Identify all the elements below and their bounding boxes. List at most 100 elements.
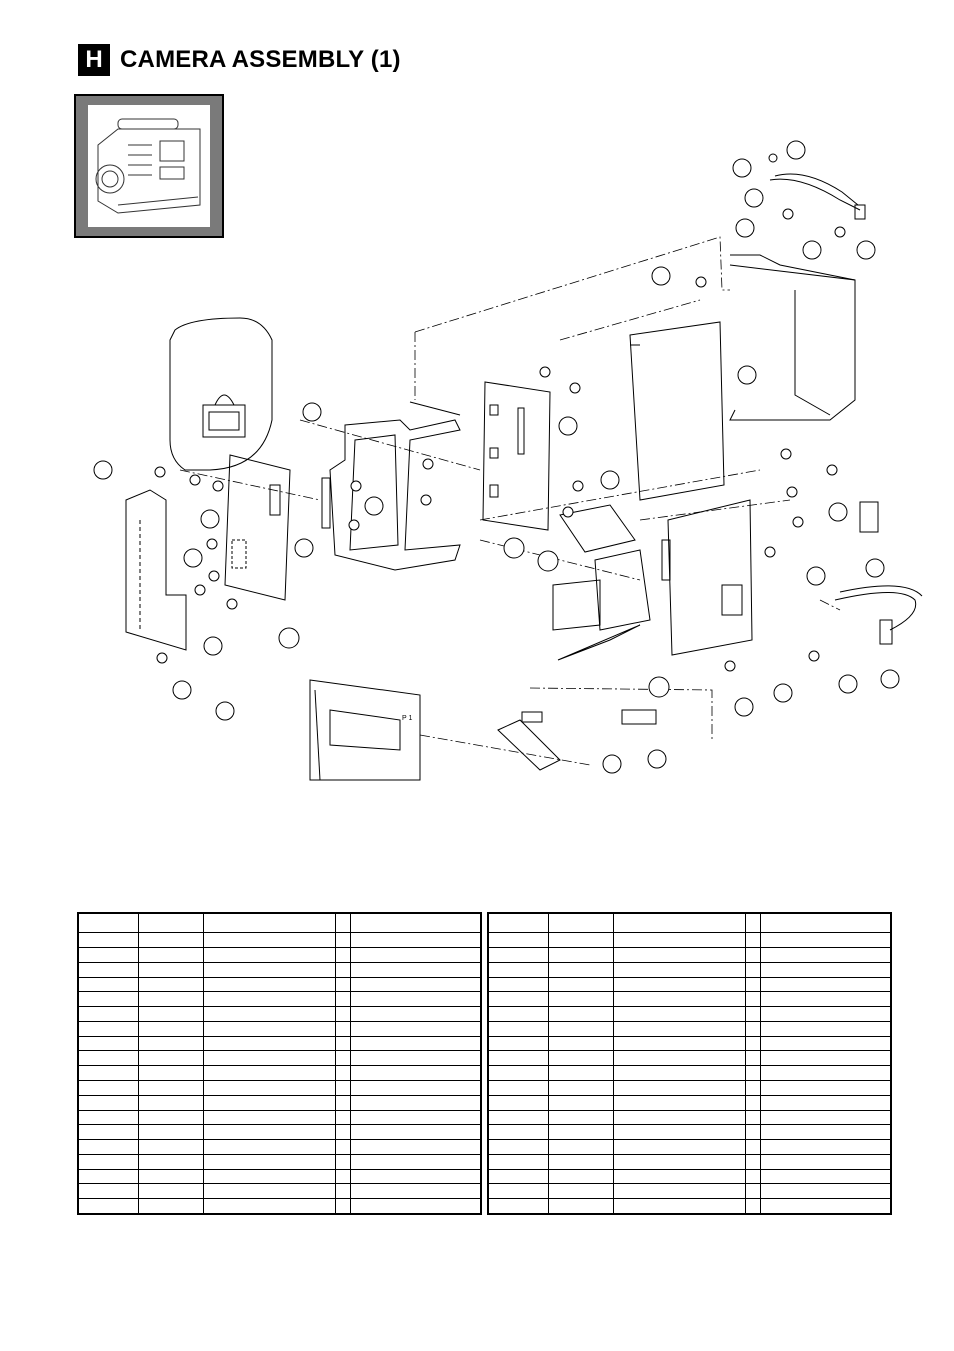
table-cell: [548, 1154, 614, 1170]
table-cell: [613, 1065, 746, 1081]
table-cell: [335, 991, 351, 1008]
table-cell: [489, 1154, 549, 1170]
table-cell: [613, 1095, 746, 1111]
table-row: [79, 1154, 480, 1170]
table-cell: [335, 932, 351, 949]
table-cell: [138, 1154, 204, 1170]
table-cell: [745, 1183, 761, 1200]
table-cell: [350, 1036, 480, 1052]
table-cell: [335, 947, 351, 963]
table-cell: [745, 1095, 761, 1111]
table-cell: [203, 1110, 336, 1126]
table-cell: [350, 1183, 480, 1200]
table-cell: [79, 1080, 139, 1096]
table-cell: [548, 1050, 614, 1067]
table-cell: [203, 1154, 336, 1170]
table-cell: [613, 932, 746, 949]
table-row: [79, 1110, 480, 1126]
table-row: [79, 1139, 480, 1155]
table-cell: [203, 977, 336, 993]
table-row: [79, 1198, 480, 1213]
table-row: [489, 1154, 890, 1170]
table-cell: [335, 1154, 351, 1170]
table-cell: [548, 914, 614, 934]
table-cell: [745, 1065, 761, 1081]
table-cell: [335, 1183, 351, 1200]
table-cell: [350, 1080, 480, 1096]
table-row: [79, 991, 480, 1008]
table-row: [79, 1080, 480, 1096]
table-cell: [489, 932, 549, 949]
table-cell: [138, 1036, 204, 1052]
table-cell: [745, 1154, 761, 1170]
table-cell: [760, 1169, 890, 1185]
table-cell: [613, 1110, 746, 1126]
page-header: H CAMERA ASSEMBLY (1): [78, 44, 401, 76]
table-cell: [613, 962, 746, 978]
table-cell: [350, 1110, 480, 1126]
table-row: [489, 1095, 890, 1111]
table-cell: [335, 1050, 351, 1067]
table-row: [79, 962, 480, 978]
table-cell: [613, 1139, 746, 1155]
table-cell: [203, 914, 336, 934]
table-cell: [335, 1065, 351, 1081]
table-row: [79, 947, 480, 963]
table-header-row: [79, 914, 480, 934]
table-row: [489, 932, 890, 949]
table-cell: [760, 1139, 890, 1155]
table-cell: [548, 932, 614, 949]
table-cell: [760, 1199, 890, 1213]
table-cell: [760, 1021, 890, 1037]
table-cell: [489, 1036, 549, 1052]
camera-thumbnail: [74, 94, 224, 238]
table-row: [79, 1169, 480, 1185]
table-cell: [335, 1139, 351, 1155]
table-cell: [350, 1050, 480, 1067]
table-cell: [350, 1139, 480, 1155]
table-cell: [760, 1183, 890, 1200]
parts-table-right: [487, 912, 892, 1215]
table-cell: [613, 1183, 746, 1200]
table-cell: [548, 1183, 614, 1200]
table-cell: [79, 991, 139, 1008]
table-cell: [79, 1169, 139, 1185]
table-cell: [335, 1124, 351, 1141]
table-cell: [760, 1080, 890, 1096]
table-cell: [79, 1154, 139, 1170]
section-badge: H: [78, 44, 110, 76]
table-cell: [203, 1124, 336, 1141]
table-cell: [138, 977, 204, 993]
table-cell: [760, 962, 890, 978]
table-cell: [745, 1124, 761, 1141]
table-cell: [203, 991, 336, 1008]
table-cell: [613, 914, 746, 934]
table-cell: [548, 977, 614, 993]
table-cell: [335, 1095, 351, 1111]
table-cell: [335, 1036, 351, 1052]
table-cell: [203, 962, 336, 978]
table-cell: [79, 977, 139, 993]
table-cell: [203, 1065, 336, 1081]
table-cell: [489, 991, 549, 1008]
table-row: [489, 1021, 890, 1037]
table-cell: [489, 1050, 549, 1067]
table-cell: [745, 1139, 761, 1155]
table-cell: [548, 1080, 614, 1096]
table-cell: [138, 1169, 204, 1185]
table-cell: [203, 1139, 336, 1155]
table-cell: [350, 1124, 480, 1141]
table-cell: [745, 1169, 761, 1185]
table-cell: [203, 1198, 336, 1213]
table-row: [489, 991, 890, 1008]
table-cell: [138, 1139, 204, 1155]
table-cell: [350, 1095, 480, 1111]
table-cell: [745, 1036, 761, 1052]
table-header-row: [489, 914, 890, 934]
table-cell: [548, 1095, 614, 1111]
table-cell: [350, 1065, 480, 1081]
table-cell: [79, 1110, 139, 1126]
table-row: [489, 1139, 890, 1155]
table-cell: [489, 1021, 549, 1037]
table-cell: [203, 1095, 336, 1111]
